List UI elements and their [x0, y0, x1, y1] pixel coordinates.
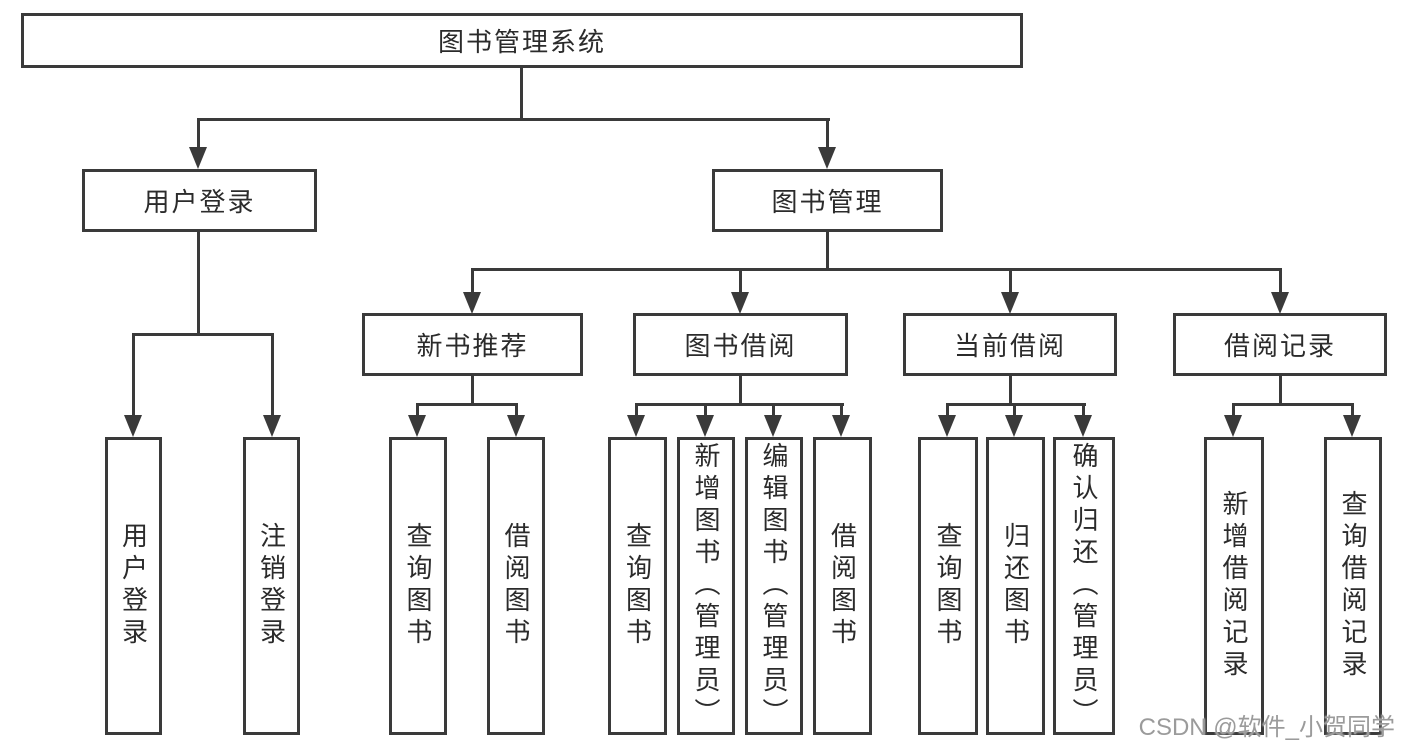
leaf-label: 查询图书 — [403, 522, 433, 650]
connector-current-borrow-stem — [1009, 268, 1012, 294]
connector-leaf-stem — [704, 403, 707, 417]
arrowhead-icon — [1343, 415, 1361, 437]
node-label: 图书管理系统 — [437, 27, 606, 57]
leaf-query-books-recommend: 查询图书 — [389, 437, 447, 735]
connector-user-login-down — [197, 230, 200, 335]
connector-book-borrow-stem — [739, 268, 742, 294]
connector-leaf-stem — [1082, 403, 1085, 417]
leaf-add-book-admin: 新增图书（管理员） — [677, 437, 735, 735]
connector-leaf-stem — [1351, 403, 1354, 417]
leaf-label: 确认归还（管理员） — [1069, 442, 1099, 730]
arrowhead-icon — [818, 147, 836, 169]
leaf-label: 用户登录 — [118, 522, 149, 650]
leaf-label: 新增图书（管理员） — [691, 442, 721, 730]
leaf-label: 查询图书 — [622, 522, 653, 650]
connector-leaf-stem — [515, 403, 518, 417]
connector-leaf-stem — [1013, 403, 1016, 417]
leaf-label: 新增借阅记录 — [1219, 490, 1249, 682]
connector-leaf-stem — [1232, 403, 1235, 417]
arrowhead-icon — [189, 147, 207, 169]
node-book-management: 图书管理 — [712, 169, 943, 232]
arrowhead-icon — [507, 415, 525, 437]
connector-new-book-down — [471, 376, 474, 405]
arrowhead-icon — [1001, 292, 1019, 314]
node-current-borrowing: 当前借阅 — [903, 313, 1117, 376]
node-label: 图书借阅 — [684, 331, 797, 361]
connector-current-borrow-down — [1009, 376, 1012, 405]
connector-user-login-stem — [197, 118, 200, 149]
connector-leaf-stem — [772, 403, 775, 417]
node-label: 图书管理 — [771, 187, 884, 217]
arrowhead-icon — [124, 415, 142, 437]
leaf-query-borrow-record: 查询借阅记录 — [1324, 437, 1382, 735]
node-label: 当前借阅 — [953, 331, 1066, 361]
arrowhead-icon — [1224, 415, 1242, 437]
node-label: 借阅记录 — [1223, 331, 1336, 361]
leaf-label: 借阅图书 — [501, 522, 531, 650]
connector-leaf-stem — [416, 403, 419, 417]
arrowhead-icon — [408, 415, 426, 437]
leaf-label: 借阅图书 — [827, 522, 858, 650]
node-label: 新书推荐 — [416, 331, 529, 361]
connector-book-borrow-down — [739, 376, 742, 405]
node-library-management-system: 图书管理系统 — [21, 13, 1023, 68]
connector-leaf-stem — [840, 403, 843, 417]
leaf-label: 注销登录 — [256, 522, 287, 650]
connector-book-mgmt-stem — [826, 118, 829, 149]
leaf-borrow-books-borrowing: 借阅图书 — [813, 437, 872, 735]
node-user-login: 用户登录 — [82, 169, 317, 232]
arrowhead-icon — [1005, 415, 1023, 437]
arrowhead-icon — [731, 292, 749, 314]
connector-leaf-stem — [271, 333, 274, 417]
connector-book-mgmt-down — [826, 232, 829, 270]
connector-book-borrow-branch — [636, 403, 844, 406]
leaf-label: 查询图书 — [933, 522, 963, 650]
connector-leaf-stem — [132, 333, 135, 417]
leaf-query-books-current: 查询图书 — [918, 437, 978, 735]
connector-user-login-branch — [133, 333, 274, 336]
connector-borrow-record-branch — [1233, 403, 1354, 406]
leaf-label: 编辑图书（管理员） — [759, 442, 789, 730]
leaf-logout: 注销登录 — [243, 437, 300, 735]
arrowhead-icon — [696, 415, 714, 437]
node-borrowing-records: 借阅记录 — [1173, 313, 1387, 376]
leaf-edit-book-admin: 编辑图书（管理员） — [745, 437, 803, 735]
arrowhead-icon — [627, 415, 645, 437]
connector-borrow-record-down — [1279, 376, 1282, 405]
arrowhead-icon — [938, 415, 956, 437]
node-book-borrowing: 图书借阅 — [633, 313, 848, 376]
leaf-return-book: 归还图书 — [986, 437, 1045, 735]
leaf-borrow-books-recommend: 借阅图书 — [487, 437, 545, 735]
connector-level2-branch — [198, 118, 830, 121]
leaf-label: 归还图书 — [1000, 522, 1031, 650]
node-label: 用户登录 — [143, 187, 256, 217]
connector-root-stem — [520, 66, 523, 120]
arrowhead-icon — [1271, 292, 1289, 314]
node-new-book-recommend: 新书推荐 — [362, 313, 583, 376]
csdn-watermark: CSDN @软件_小贺同学 — [1138, 714, 1395, 741]
connector-leaf-stem — [635, 403, 638, 417]
leaf-confirm-return-admin: 确认归还（管理员） — [1053, 437, 1115, 735]
leaf-query-books-borrowing: 查询图书 — [608, 437, 667, 735]
arrowhead-icon — [764, 415, 782, 437]
leaf-label: 查询借阅记录 — [1338, 490, 1368, 682]
connector-level3-branch — [471, 268, 1282, 271]
arrowhead-icon — [463, 292, 481, 314]
arrowhead-icon — [263, 415, 281, 437]
arrowhead-icon — [1074, 415, 1092, 437]
connector-current-borrow-branch — [947, 403, 1086, 406]
leaf-add-borrow-record: 新增借阅记录 — [1204, 437, 1264, 735]
connector-borrow-record-stem — [1279, 268, 1282, 294]
connector-new-book-stem — [471, 268, 474, 294]
leaf-user-login: 用户登录 — [105, 437, 162, 735]
arrowhead-icon — [832, 415, 850, 437]
connector-leaf-stem — [946, 403, 949, 417]
connector-new-book-branch — [417, 403, 518, 406]
